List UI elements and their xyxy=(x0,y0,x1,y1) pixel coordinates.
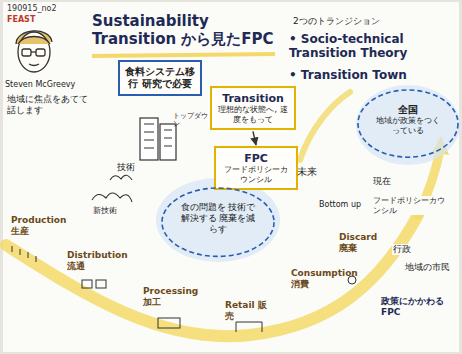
node-body: 理想的な状態へ, 速度をもって xyxy=(217,105,289,124)
note-label: 地域に焦点をあてて話します xyxy=(6,94,92,116)
note-label: 190915_no2 xyxy=(6,4,58,14)
node-heading: 食の問題を 技術で解決する 廃棄を減らす xyxy=(178,202,258,234)
circle-outline xyxy=(358,90,458,157)
blue-haze xyxy=(156,178,280,262)
note-label: Processing 加工 xyxy=(142,286,210,308)
circle-outline xyxy=(162,188,274,256)
note-label: 技術 xyxy=(116,162,136,173)
future-band xyxy=(300,92,350,160)
note-label: Production 生産 xyxy=(10,215,72,237)
note-label: 政策にかかわるFPC xyxy=(380,296,458,318)
note-label: Steven McGreevy xyxy=(4,80,76,90)
note-label: 新技術 xyxy=(92,206,118,216)
node-heading: 食料システム移行 研究で必要 xyxy=(125,66,195,90)
topic-box: Transition理想的な状態へ, 速度をもって xyxy=(210,86,296,130)
node-heading: Transition xyxy=(217,92,289,105)
topic-circle: 全国地域が政策をつくっている xyxy=(362,92,454,155)
note-label: 地域の市民 xyxy=(404,262,451,273)
note-label: 行政 xyxy=(392,244,412,255)
title-underline xyxy=(92,54,275,56)
node-heading: FPC xyxy=(221,152,291,165)
note-label: 現在 xyxy=(372,176,392,187)
topic-circle: 食の問題を 技術で解決する 廃棄を減らす xyxy=(166,190,270,254)
note-label: 未来 xyxy=(296,166,318,178)
node-heading: 全国 xyxy=(374,104,442,116)
node-body: フードポリシーカウンシル xyxy=(221,165,291,184)
flow-arrow xyxy=(253,131,256,145)
note-label: • Transition Town xyxy=(288,68,408,82)
note-label: 2つのトランジション xyxy=(292,16,381,27)
note-label: FEAST xyxy=(6,15,36,25)
title: Sustainability Transition から見たFPC xyxy=(92,12,277,48)
blue-haze xyxy=(356,85,460,165)
note-label: フードポリシーカウンシル xyxy=(372,196,446,215)
paper-sheet xyxy=(3,2,459,352)
stage-icons xyxy=(12,246,356,332)
cloud-icons xyxy=(92,175,132,202)
note-label: Bottom up xyxy=(318,200,362,210)
building-icon xyxy=(140,118,176,160)
topic-box: FPCフードポリシーカウンシル xyxy=(214,146,298,190)
note-label: Consumption 消費 xyxy=(290,268,364,290)
note-label: トップダウン xyxy=(172,112,214,129)
note-label: • Socio-technical Transition Theory xyxy=(288,32,458,61)
topic-box: 食料システム移行 研究で必要 xyxy=(118,60,202,96)
note-label: Retail 販売 xyxy=(224,300,276,322)
node-body: 地域が政策をつくっている xyxy=(374,116,442,135)
note-label: Discard 廃棄 xyxy=(338,232,388,254)
speaker-portrait xyxy=(16,31,52,72)
note-label: Distribution 流通 xyxy=(66,250,138,272)
